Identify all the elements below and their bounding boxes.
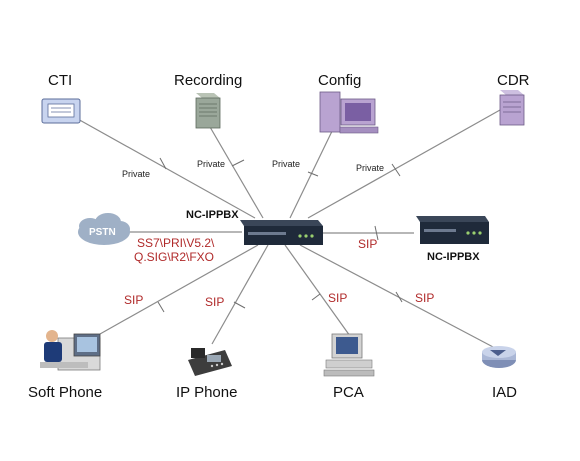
ip-phone-icon — [188, 348, 232, 376]
link-label-cdr: Private — [356, 163, 384, 173]
tick-soft-phone — [157, 301, 165, 313]
tick-pca — [311, 293, 321, 301]
recording-label: Recording — [174, 72, 242, 89]
tick-cti — [159, 157, 167, 170]
link-cdr — [307, 109, 501, 219]
link-lines — [75, 109, 501, 349]
iad-device-icon — [482, 346, 516, 368]
recording-server-icon — [195, 93, 221, 129]
pca-label: PCA — [333, 384, 364, 401]
link-iad — [299, 244, 496, 349]
link-label-pstn-line1: SS7\PRI\V5.2\ — [137, 236, 215, 250]
tick-cdr — [391, 163, 401, 177]
link-label-recording: Private — [197, 159, 225, 169]
link-label-cti: Private — [122, 169, 150, 179]
link-label-pstn-line2: Q.SIG\R2\FXO — [134, 250, 214, 264]
link-recording — [209, 126, 264, 219]
config-computer-icon — [319, 91, 379, 134]
link-soft-phone — [99, 244, 259, 335]
pca-computer-icon — [323, 333, 375, 377]
soft-phone-label: Soft Phone — [28, 384, 102, 401]
link-label-ippbx-right: SIP — [358, 237, 377, 251]
ippbx-right-label: NC-IPPBX — [427, 251, 480, 263]
link-ticks — [157, 157, 403, 313]
link-pca — [284, 244, 351, 337]
cti-device-icon — [41, 98, 81, 124]
ippbx-center-label: NC-IPPBX — [186, 209, 239, 221]
link-config — [289, 124, 336, 219]
iad-label: IAD — [492, 384, 517, 401]
config-label: Config — [318, 72, 361, 89]
link-label-soft-phone: SIP — [124, 293, 143, 307]
ippbx-right-switch — [416, 216, 489, 244]
link-label-ip-phone: SIP — [205, 295, 224, 309]
tick-config — [307, 171, 319, 177]
link-label-pca: SIP — [328, 291, 347, 305]
tick-ippbx-right — [374, 225, 379, 241]
link-label-config: Private — [272, 159, 300, 169]
cdr-label: CDR — [497, 72, 530, 89]
pstn-label: PSTN — [89, 227, 116, 238]
pstn-cloud-icon — [78, 213, 130, 245]
tick-ip-phone — [233, 301, 246, 309]
cdr-server-icon — [499, 90, 525, 126]
link-ip-phone — [211, 244, 269, 345]
tick-iad — [395, 291, 403, 303]
ippbx-center-switch — [240, 220, 323, 245]
tick-recording — [231, 159, 245, 167]
soft-phone-icon — [40, 330, 101, 371]
link-label-iad: SIP — [415, 291, 434, 305]
cti-label: CTI — [48, 72, 72, 89]
ip-phone-label: IP Phone — [176, 384, 237, 401]
